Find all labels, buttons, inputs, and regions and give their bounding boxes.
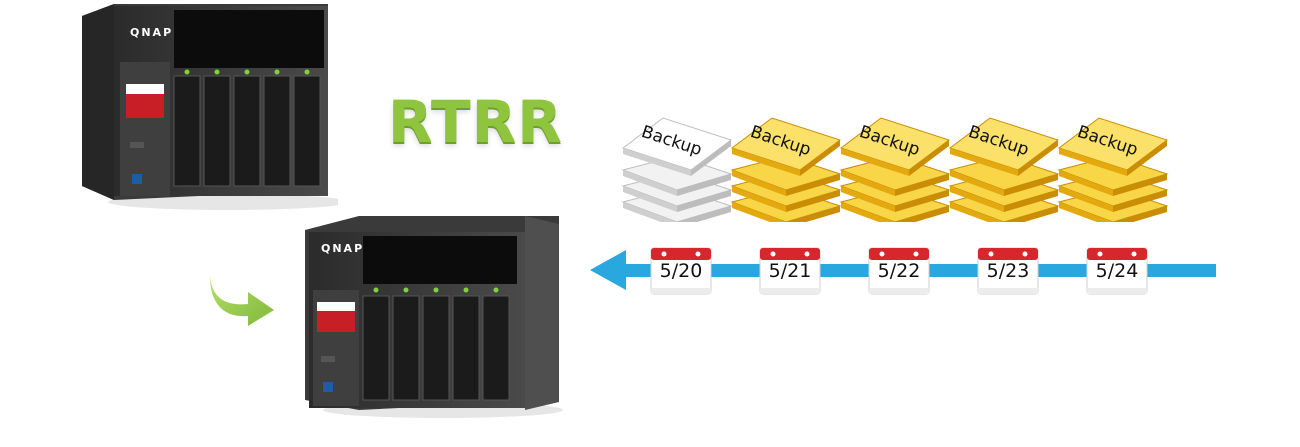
backup-stack: Backup bbox=[942, 112, 1072, 222]
target-nas: QNAP bbox=[303, 210, 569, 420]
calendar-date-icon: 5/21 bbox=[759, 244, 821, 296]
timeline: 5/20 5/21 5/22 5/23 5/24 bbox=[590, 238, 1220, 303]
backup-stack: Backup bbox=[833, 112, 963, 222]
calendar-date-icon: 5/22 bbox=[868, 244, 930, 296]
nas-brand-logo: QNAP bbox=[321, 242, 365, 255]
backup-stack: Backup bbox=[724, 112, 854, 222]
rtrr-title: RTRR bbox=[388, 88, 563, 156]
calendar-date-label: 5/20 bbox=[659, 260, 703, 282]
calendar-date-icon: 5/23 bbox=[977, 244, 1039, 296]
calendar-date-label: 5/22 bbox=[877, 260, 921, 282]
source-nas: QNAP bbox=[78, 2, 338, 212]
curved-arrow-icon bbox=[206, 270, 278, 331]
backup-stack: Backup bbox=[1051, 112, 1181, 222]
calendar-date-icon: 5/24 bbox=[1086, 244, 1148, 296]
calendar-date-icon: 5/20 bbox=[650, 244, 712, 296]
backup-stack: Backup bbox=[615, 112, 745, 222]
calendar-date-label: 5/23 bbox=[986, 260, 1030, 282]
calendar-date-label: 5/24 bbox=[1095, 260, 1139, 282]
calendar-date-label: 5/21 bbox=[768, 260, 812, 282]
nas-brand-logo: QNAP bbox=[130, 26, 174, 39]
